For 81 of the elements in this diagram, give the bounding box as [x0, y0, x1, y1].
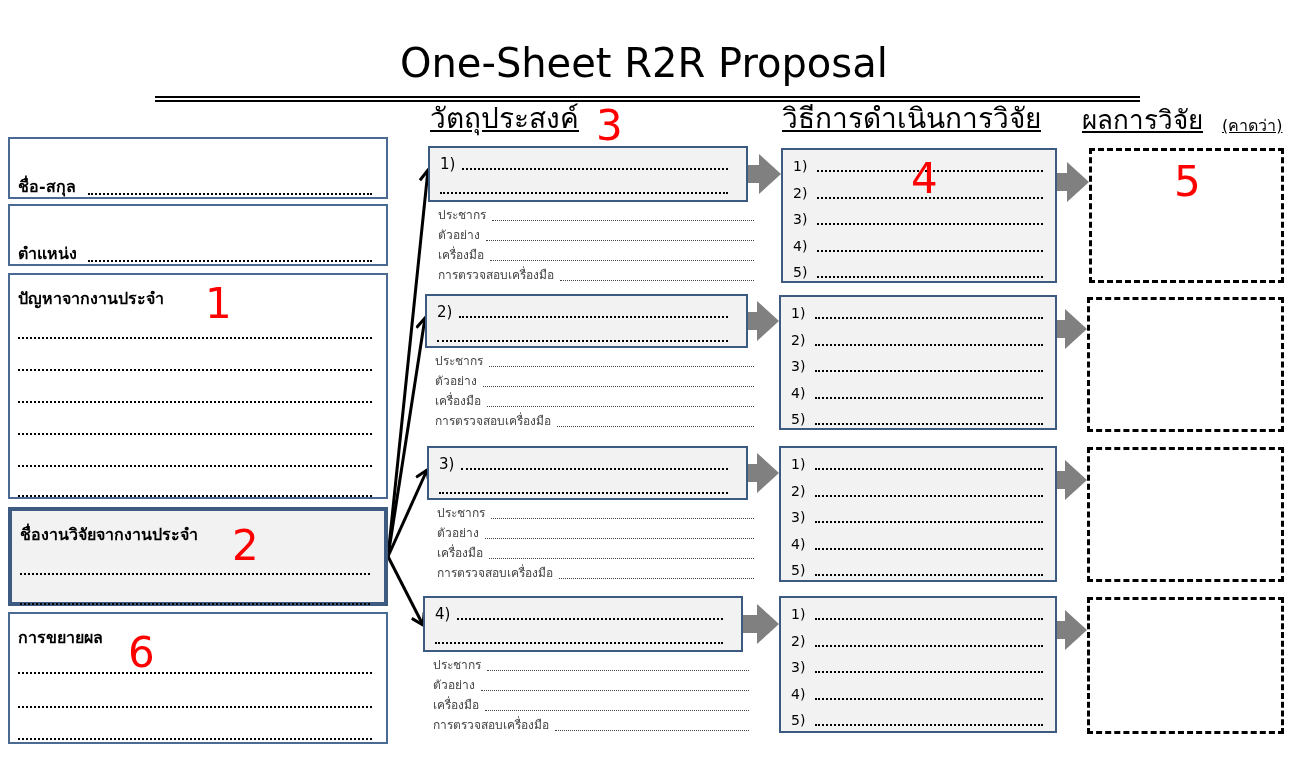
field-label: ตัวอย่าง — [437, 525, 479, 542]
item-number: 2) — [791, 631, 806, 651]
result-box — [1087, 447, 1284, 582]
callout-number: 6 — [128, 632, 155, 674]
field-label: ชื่องานวิจัยจากงานประจำ — [20, 523, 198, 546]
block-arrow — [748, 154, 781, 194]
field-label: ตัวอย่าง — [435, 373, 477, 390]
objective-box — [428, 146, 748, 202]
item-number: 1) — [791, 605, 806, 624]
callout-number: 2 — [232, 525, 259, 567]
field-label: การตรวจสอบเครื่องมือ — [437, 564, 553, 582]
form-box — [8, 204, 388, 266]
method-box — [779, 446, 1057, 582]
field-label: การขยายผล — [18, 627, 103, 649]
item-number: 2) — [793, 183, 808, 203]
method-box — [779, 295, 1057, 430]
item-number: 4) — [435, 604, 451, 624]
field-label: ชื่อ-สกุล — [18, 175, 76, 199]
field-label: เครื่องมือ — [438, 246, 484, 264]
item-number: 5) — [791, 561, 806, 580]
item-number: 5) — [793, 263, 808, 282]
field-label: ประชากร — [435, 353, 483, 370]
field-label: ประชากร — [438, 207, 486, 224]
item-number: 2) — [791, 330, 806, 350]
item-number: 3) — [793, 210, 808, 229]
item-number: 3) — [791, 508, 806, 527]
item-number: 2) — [437, 302, 453, 322]
field-label: เครื่องมือ — [435, 392, 481, 410]
method-box — [781, 148, 1057, 283]
field-label: การตรวจสอบเครื่องมือ — [435, 412, 551, 430]
item-number: 4) — [791, 684, 806, 704]
form-box — [8, 612, 388, 744]
block-arrow — [1057, 309, 1087, 349]
result-box — [1087, 597, 1284, 734]
field-label: การตรวจสอบเครื่องมือ — [438, 266, 554, 284]
form-box — [8, 507, 388, 606]
field-label: ตัวอย่าง — [433, 677, 475, 694]
block-arrow — [1057, 162, 1089, 202]
item-number: 1) — [440, 154, 456, 174]
field-label: การตรวจสอบเครื่องมือ — [433, 716, 549, 734]
callout-number: 4 — [911, 158, 938, 200]
field-label: ประชากร — [437, 505, 485, 522]
callout-number: 1 — [205, 283, 232, 325]
item-number: 5) — [791, 711, 806, 730]
item-number: 3) — [439, 454, 455, 474]
objective-box — [423, 596, 743, 652]
item-number: 3) — [791, 357, 806, 376]
field-label: ตำแหน่ง — [18, 243, 77, 265]
block-arrow — [1057, 610, 1087, 650]
title: One-Sheet R2R Proposal — [400, 39, 888, 88]
item-number: 1) — [791, 455, 806, 474]
field-label: เครื่องมือ — [437, 544, 483, 562]
block-arrow — [743, 604, 779, 644]
item-number: 1) — [793, 157, 808, 176]
method-box — [779, 596, 1057, 733]
block-arrow — [748, 301, 779, 341]
field-label: ปัญหาจากงานประจำ — [18, 288, 164, 311]
item-number: 1) — [791, 304, 806, 323]
item-number: 5) — [791, 410, 806, 429]
column-heading: ผลการวิจัย — [1082, 104, 1203, 137]
item-number: 2) — [791, 481, 806, 501]
callout-number: 3 — [596, 100, 623, 152]
item-number: 4) — [791, 534, 806, 554]
item-number: 4) — [793, 236, 808, 256]
block-arrow — [1057, 460, 1087, 500]
block-arrow — [748, 453, 779, 493]
objective-box — [425, 294, 748, 348]
objective-box — [427, 446, 748, 500]
field-label: ประชากร — [433, 657, 481, 674]
item-number: 4) — [791, 383, 806, 403]
callout-number: 5 — [1174, 161, 1201, 203]
item-number: 3) — [791, 658, 806, 677]
form-box — [8, 137, 388, 199]
form-box — [8, 273, 388, 499]
result-box — [1087, 297, 1284, 432]
column-heading-note: (คาดว่า) — [1222, 115, 1283, 137]
field-label: เครื่องมือ — [433, 696, 479, 714]
result-box — [1089, 148, 1284, 283]
field-label: ตัวอย่าง — [438, 227, 480, 244]
column-heading: วัตถุประสงค์ — [430, 101, 579, 138]
column-heading: วิธีการดำเนินการวิจัย — [782, 101, 1041, 137]
